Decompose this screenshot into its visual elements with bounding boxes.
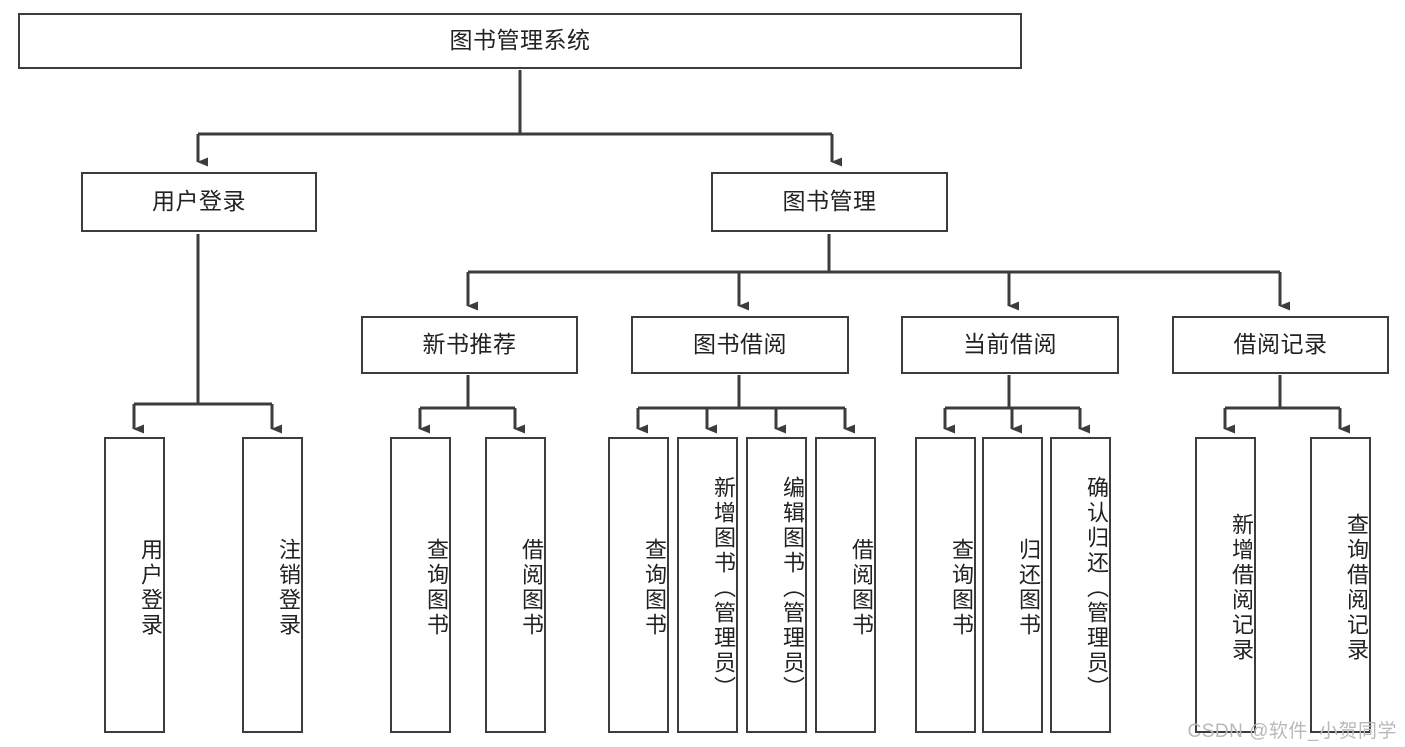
node-user-login[interactable]: 用户登录 <box>81 172 317 232</box>
node-leaf-user-login[interactable]: 用户登录 <box>104 437 165 733</box>
node-label: 新书推荐 <box>422 331 517 358</box>
node-leaf-confirm-return-admin[interactable]: 确认归还（管理员） <box>1050 437 1111 733</box>
node-label: 用户登录 <box>152 188 246 215</box>
node-leaf-borrow-book-2[interactable]: 借阅图书 <box>815 437 876 733</box>
node-label: 借阅图书 <box>519 538 544 638</box>
node-label: 确认归还（管理员） <box>1084 475 1109 701</box>
node-borrow-record[interactable]: 借阅记录 <box>1172 316 1389 374</box>
watermark-text: CSDN @软件_小贺同学 <box>1187 721 1397 742</box>
node-label: 查询图书 <box>424 538 449 638</box>
node-leaf-borrow-book-1[interactable]: 借阅图书 <box>485 437 546 733</box>
node-label: 新增借阅记录 <box>1229 513 1254 663</box>
node-leaf-add-borrow-record[interactable]: 新增借阅记录 <box>1195 437 1256 733</box>
node-leaf-query-book-1[interactable]: 查询图书 <box>390 437 451 733</box>
node-label: 注销登录 <box>276 538 301 638</box>
node-label: 查询借阅记录 <box>1344 513 1369 663</box>
node-leaf-query-book-3[interactable]: 查询图书 <box>915 437 976 733</box>
node-current-borrow[interactable]: 当前借阅 <box>901 316 1119 374</box>
node-book-borrow[interactable]: 图书借阅 <box>631 316 849 374</box>
node-book-management[interactable]: 图书管理 <box>711 172 948 232</box>
node-label: 新增图书（管理员） <box>711 475 736 701</box>
node-label: 图书借阅 <box>693 331 787 358</box>
node-leaf-edit-book-admin[interactable]: 编辑图书（管理员） <box>746 437 807 733</box>
node-label: 用户登录 <box>138 538 163 638</box>
node-label: 图书管理 <box>782 188 877 215</box>
node-leaf-logout-login[interactable]: 注销登录 <box>242 437 303 733</box>
node-label: 查询图书 <box>642 538 667 638</box>
node-label: 借阅记录 <box>1233 331 1328 358</box>
node-label: 图书管理系统 <box>449 27 591 54</box>
node-leaf-query-book-2[interactable]: 查询图书 <box>608 437 669 733</box>
node-label: 当前借阅 <box>963 331 1057 358</box>
node-label: 查询图书 <box>949 538 974 638</box>
node-label: 借阅图书 <box>849 538 874 638</box>
node-leaf-query-borrow-record[interactable]: 查询借阅记录 <box>1310 437 1371 733</box>
node-new-book-recommend[interactable]: 新书推荐 <box>361 316 578 374</box>
node-leaf-add-book-admin[interactable]: 新增图书（管理员） <box>677 437 738 733</box>
node-leaf-return-book[interactable]: 归还图书 <box>982 437 1043 733</box>
node-label: 编辑图书（管理员） <box>780 475 805 701</box>
node-root-system[interactable]: 图书管理系统 <box>18 13 1022 69</box>
node-label: 归还图书 <box>1016 538 1041 638</box>
